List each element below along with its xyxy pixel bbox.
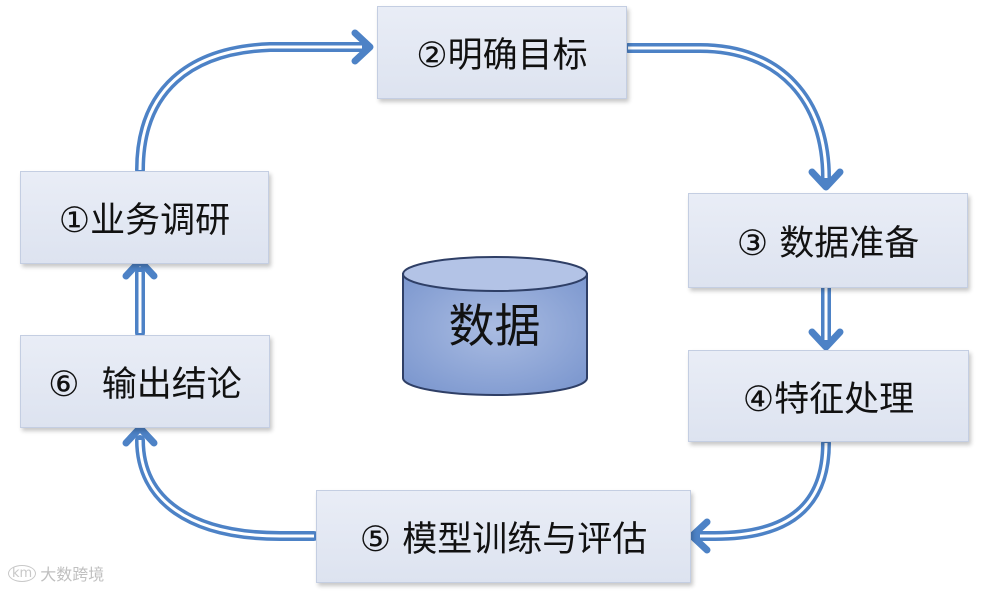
data-cylinder (402, 256, 588, 396)
arrow-conclusion-to-research (122, 257, 158, 338)
step-feature-processing: ④特征处理 (688, 350, 969, 442)
step-output-conclusion-label: ⑥ 输出结论 (48, 365, 242, 405)
arrow-model-to-conclusion (122, 424, 319, 541)
arrow-research-to-goal (135, 29, 374, 175)
arrow-feature-to-model (688, 438, 831, 554)
step-feature-processing-label: ④特征处理 (742, 379, 915, 420)
step-business-research: ①业务调研 (20, 171, 269, 264)
step-data-preparation-label: ③ 数据准备 (736, 224, 920, 264)
step-define-goal-label: ②明确目标 (416, 36, 588, 76)
data-cylinder-label: 数据 (448, 299, 541, 353)
step-model-training-evaluation-label: ⑤ 模型训练与评估 (359, 520, 648, 560)
step-output-conclusion: ⑥ 输出结论 (20, 335, 270, 428)
step-define-goal: ②明确目标 (377, 6, 627, 99)
arrow-data-prep-to-feature (808, 281, 844, 351)
step-data-preparation: ③ 数据准备 (688, 193, 968, 288)
watermark-text: 大数跨境 (40, 565, 105, 584)
step-business-research-label: ①业务调研 (58, 201, 231, 241)
arrow-goal-to-data-prep (623, 43, 844, 191)
watermark-logo-icon: km (8, 564, 37, 582)
step-model-training-evaluation: ⑤ 模型训练与评估 (316, 490, 691, 583)
watermark: km 大数跨境 (8, 561, 104, 585)
